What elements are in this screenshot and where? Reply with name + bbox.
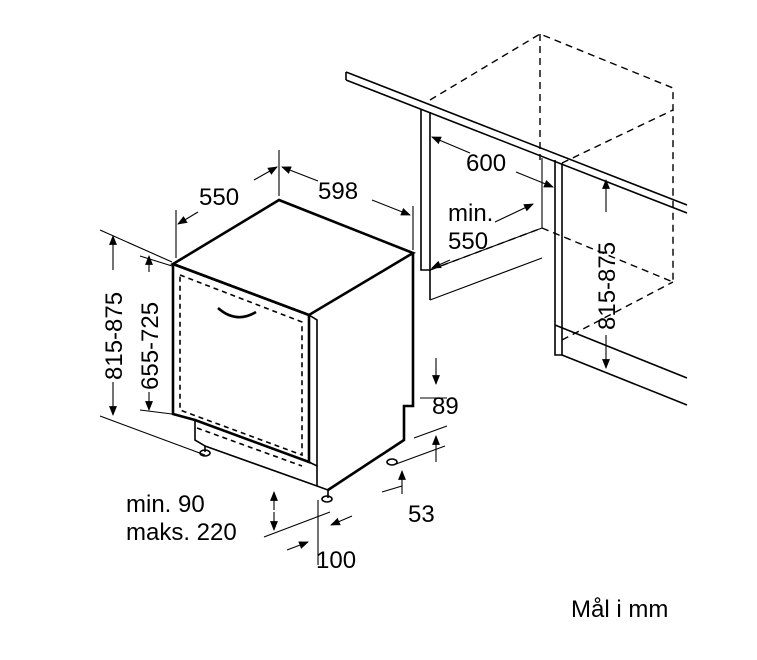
width-dim-arrow-right bbox=[371, 199, 411, 216]
height-label: 815-875 bbox=[101, 292, 128, 380]
plinth-left bbox=[194, 420, 206, 452]
dishwasher-dimensions: 550 598 815-875 655-725 89 53 min. bbox=[99, 150, 459, 574]
height-dim-ext-bottom bbox=[99, 415, 206, 456]
body-height-ext-bottom bbox=[139, 409, 173, 415]
niche-depth-dim-tail bbox=[431, 259, 451, 269]
niche-depth-label-line1: min. bbox=[448, 200, 493, 227]
countertop-top-edge bbox=[345, 71, 688, 206]
countertop-bottom-edge bbox=[345, 79, 688, 214]
dishwasher-top bbox=[170, 198, 416, 317]
niche-width-dim-right bbox=[515, 171, 554, 188]
depth-dim-arrow-right bbox=[253, 166, 278, 181]
width-label: 598 bbox=[318, 178, 358, 205]
foot-offset-arrow-right bbox=[330, 515, 353, 526]
foot-front-right bbox=[321, 495, 333, 503]
niche-top-dashed bbox=[429, 33, 674, 195]
door-gap-ext bbox=[263, 511, 331, 538]
dishwasher-right-side bbox=[327, 253, 415, 492]
left-plinth-edge bbox=[429, 257, 543, 301]
niche-height-label: 815-875 bbox=[594, 242, 621, 330]
door-panel-dashed-outline bbox=[179, 274, 303, 457]
door-handle bbox=[217, 307, 257, 319]
niche-floor-right-dashed bbox=[561, 281, 674, 341]
niche-top-right-dashed bbox=[561, 109, 674, 164]
body-height-ext-top bbox=[139, 255, 173, 267]
dishwasher bbox=[170, 198, 416, 503]
niche-depth-dim-arrow bbox=[494, 203, 534, 223]
foot-offset-arrow-left bbox=[286, 541, 309, 551]
foot-offset-label: 100 bbox=[316, 547, 356, 574]
right-cabinet-panel bbox=[554, 160, 563, 356]
right-cabinet-bottom bbox=[554, 324, 688, 379]
foot-dim-tick bbox=[381, 485, 403, 493]
kitchen-niche: 600 min. 550 815-875 bbox=[345, 33, 688, 406]
door-edge bbox=[308, 314, 318, 468]
unit-note: Mål i mm bbox=[571, 596, 668, 623]
foot-back-right bbox=[386, 458, 398, 466]
dishwasher-front-door bbox=[171, 262, 311, 464]
plinth-height-label: 89 bbox=[432, 393, 459, 420]
plinth-dashed-line bbox=[196, 427, 303, 467]
niche-depth-label-line2: 550 bbox=[448, 228, 488, 255]
width-dim-arrow-left bbox=[281, 166, 319, 182]
door-gap-label-line1: min. 90 bbox=[126, 491, 205, 518]
depth-dim-arrow-left bbox=[177, 211, 199, 225]
plinth-dim-ext-bottom bbox=[413, 425, 448, 439]
niche-floor-left-dashed bbox=[429, 227, 543, 271]
depth-label: 550 bbox=[199, 184, 239, 211]
body-height-label: 655-725 bbox=[137, 302, 164, 390]
niche-width-label: 600 bbox=[466, 150, 506, 177]
left-cabinet-panel bbox=[420, 109, 431, 271]
door-gap-label-line2: maks. 220 bbox=[126, 519, 237, 546]
right-cabinet-base bbox=[561, 354, 688, 406]
niche-width-dim-left bbox=[431, 136, 471, 154]
foot-dim-ext bbox=[395, 445, 446, 465]
height-dim-ext-top bbox=[99, 229, 173, 263]
foot-height-label: 53 bbox=[408, 501, 435, 528]
